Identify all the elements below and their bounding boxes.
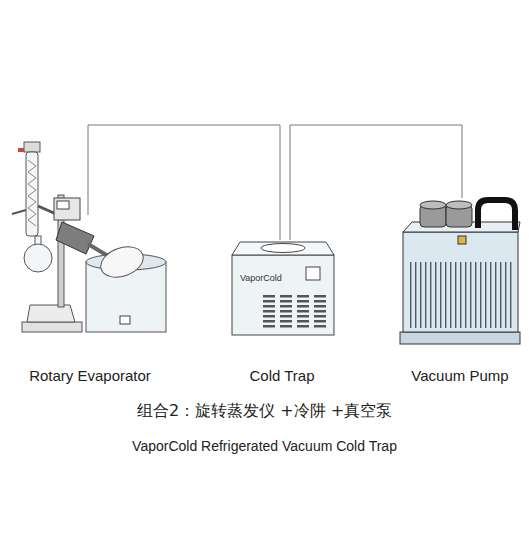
pump-body (403, 232, 518, 332)
connection-line (290, 125, 462, 240)
rotary-evaporator-node: Rotary Evaporator (15, 215, 165, 385)
device-label: Cold Trap (208, 367, 356, 385)
flask-stem (88, 244, 108, 256)
vacuum-pump-node: Vacuum Pump (395, 198, 525, 385)
rotary-evaporator-drawing (12, 142, 166, 332)
cooling-fins (408, 262, 513, 328)
trap-body (232, 255, 334, 335)
condenser-coil (28, 160, 36, 226)
pump-base (400, 332, 520, 344)
base-plate (22, 322, 82, 332)
condenser-cap (24, 142, 40, 152)
trap-display (306, 267, 320, 280)
receiving-flask (24, 244, 52, 272)
trap-opening (261, 244, 305, 253)
trap-top (232, 242, 334, 255)
inlet-valve (18, 148, 24, 152)
vapor-duct (38, 206, 56, 214)
vent-slots (280, 294, 292, 330)
pump-head-top (446, 201, 472, 209)
vent-slots (297, 294, 309, 330)
brand-text: VaporCold (240, 273, 282, 283)
pump-head-top (420, 201, 446, 209)
cold-trap-drawing (232, 242, 334, 335)
cold-trap-node: VaporColdCold Trap (228, 240, 336, 385)
pump-inlet (458, 236, 466, 244)
vent-slots (263, 294, 275, 330)
condenser-column (26, 152, 38, 236)
evaporating-flask (97, 241, 148, 282)
stand-base (27, 305, 75, 322)
device-label: Vacuum Pump (375, 367, 529, 385)
motor-display (57, 201, 69, 209)
vacuum-pump-drawing (400, 200, 520, 344)
pump-handle (478, 200, 515, 230)
diagram-caption: VaporCold Refrigerated Vacuum Cold Trap (0, 437, 529, 455)
vent-slots (314, 294, 326, 330)
connection-line (88, 125, 280, 240)
bath-control (120, 316, 130, 324)
diagram-title: 组合2：旋转蒸发仪 +冷阱 +真空泵 (0, 401, 529, 421)
device-label: Rotary Evaporator (0, 367, 185, 385)
condenser-nozzle (12, 210, 26, 214)
motor-housing (54, 198, 80, 220)
rotary-head (56, 222, 94, 254)
